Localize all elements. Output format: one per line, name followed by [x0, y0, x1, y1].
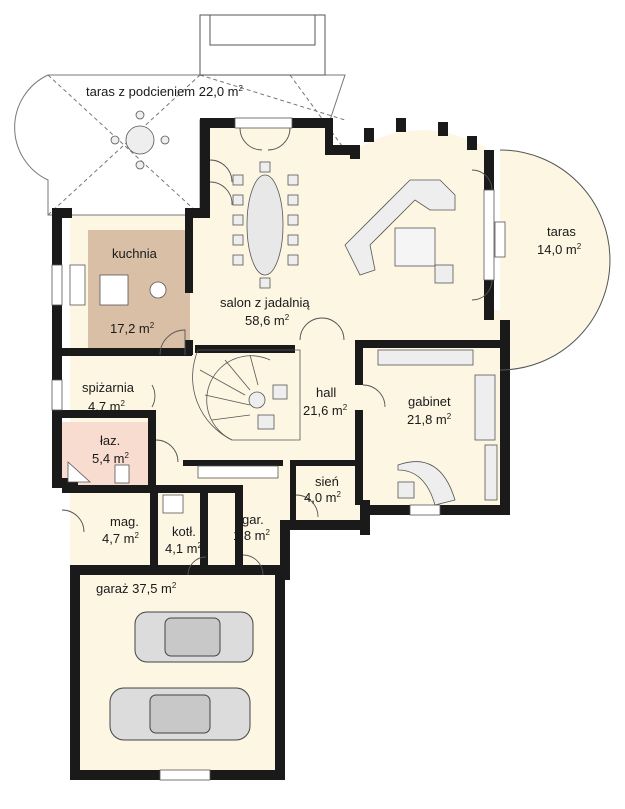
cars [109, 611, 254, 741]
door-mag [61, 509, 85, 533]
covered-terrace [14, 14, 346, 216]
terrace-right-floor [500, 150, 610, 370]
covered-terrace-outline [14, 74, 346, 216]
door-kitchen [159, 329, 186, 356]
door-gar [242, 554, 264, 576]
label-salon-area: 58,6 m2 [245, 313, 290, 328]
terrace-diagonal-b [199, 74, 346, 121]
label-spizarnia: spiżarnia [82, 380, 135, 395]
label-taras: taras [547, 224, 576, 239]
label-gar-small-area: 1,8 m2 [233, 528, 271, 543]
windows [51, 117, 495, 781]
hall-closet [197, 465, 279, 479]
car-top [134, 611, 254, 663]
label-taras-area: 14,0 m2 [537, 242, 582, 257]
terrace-diagonal-d [289, 74, 346, 151]
dining-table [246, 174, 284, 276]
label-garaz: garaż 37,5 m2 [96, 581, 177, 596]
label-spizarnia-area: 4,7 m2 [88, 399, 126, 414]
label-gar-small: gar. [242, 512, 264, 527]
label-kotl-area: 4,1 m2 [165, 541, 203, 556]
kitchen-island [99, 274, 129, 306]
car-bottom [109, 687, 251, 741]
door-taras-right [471, 169, 493, 301]
label-mag-area: 4,7 m2 [102, 531, 140, 546]
door-bathroom [155, 439, 179, 463]
label-laz: łaz. [100, 433, 120, 448]
floor-fills [60, 120, 610, 770]
label-mag: mag. [110, 514, 139, 529]
label-kuchnia-area: 17,2 m2 [110, 321, 155, 336]
desk [397, 461, 456, 506]
door-terrace-left [209, 159, 233, 206]
door-hall-salon [299, 317, 345, 341]
label-laz-area: 5,4 m2 [92, 451, 130, 466]
label-kuchnia: kuchnia [112, 246, 158, 261]
walls [52, 118, 510, 780]
label-sien: sień [315, 474, 339, 489]
label-hall: hall [316, 385, 336, 400]
door-salon-top [239, 127, 291, 151]
door-sien [295, 494, 319, 518]
label-hall-area: 21,6 m2 [303, 403, 348, 418]
door-kotl [187, 556, 207, 576]
doors [61, 127, 493, 576]
terrace-table [125, 125, 155, 155]
bookshelf [377, 349, 474, 366]
labels: taras z podcieniem 22,0 m2 kuchnia 17,2 … [82, 84, 582, 596]
door-spizarnia [151, 384, 156, 408]
label-taras-podcieniem: taras z podcieniem 22,0 m2 [86, 84, 244, 99]
label-gabinet-area: 21,8 m2 [407, 412, 452, 427]
garage-floor [78, 575, 283, 770]
staircase [192, 349, 301, 441]
label-salon: salon z jadalnią [220, 295, 310, 310]
label-sien-area: 4,0 m2 [304, 490, 342, 505]
furniture [67, 110, 506, 514]
coffee-table [394, 227, 436, 267]
label-gabinet: gabinet [408, 394, 451, 409]
door-gabinet [362, 384, 386, 408]
label-kotl: kotł. [172, 524, 196, 539]
terrace-right-outline [499, 149, 611, 371]
sofa [344, 179, 456, 276]
